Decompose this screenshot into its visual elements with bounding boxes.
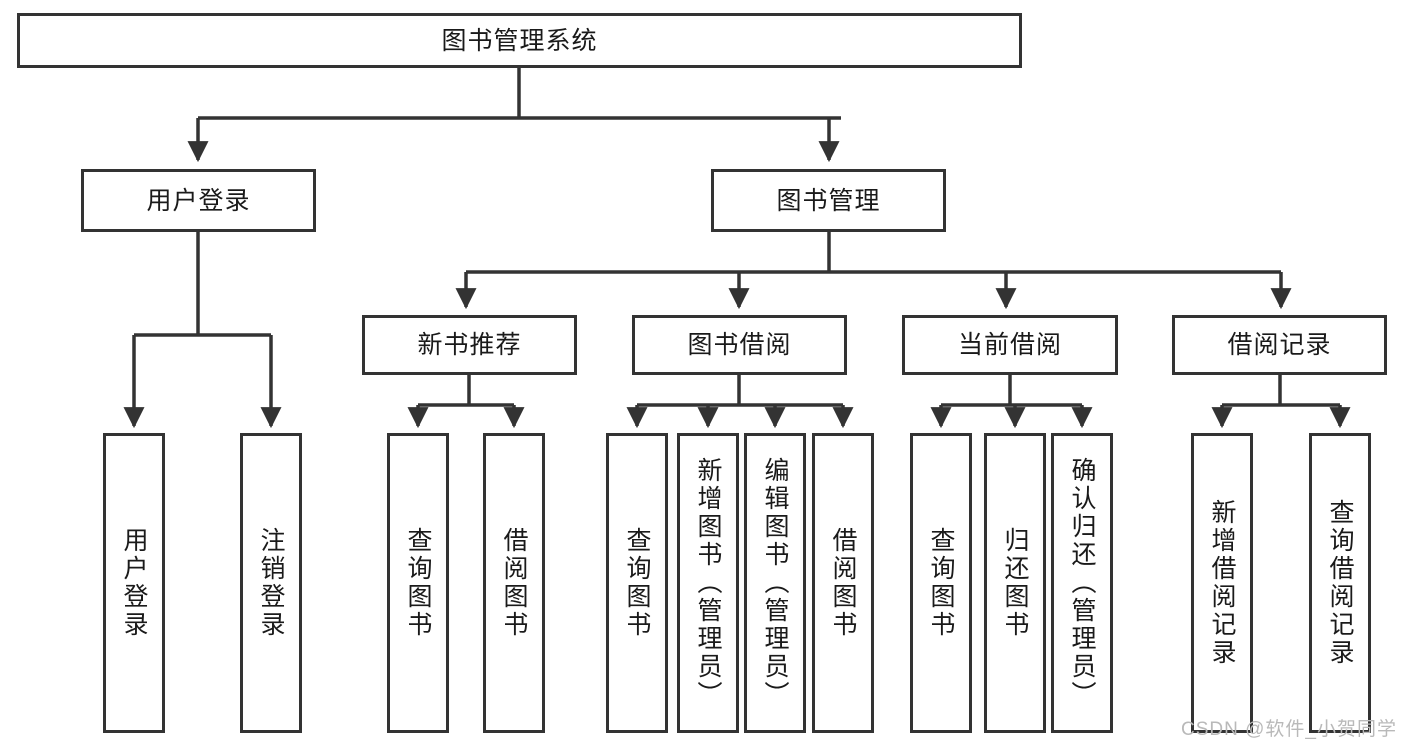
- leaf-user-login[interactable]: 用户登录: [103, 433, 165, 733]
- leaf-return-book-label: 归还图书: [1001, 527, 1029, 639]
- leaf-add-book-label: 新增图书（管理员）: [694, 457, 722, 709]
- leaf-borrow-book-1-label: 借阅图书: [500, 527, 528, 639]
- leaf-add-book[interactable]: 新增图书（管理员）: [677, 433, 739, 733]
- leaf-logout[interactable]: 注销登录: [240, 433, 302, 733]
- leaf-return-book[interactable]: 归还图书: [984, 433, 1046, 733]
- node-current-borrow[interactable]: 当前借阅: [902, 315, 1118, 375]
- leaf-confirm-return[interactable]: 确认归还（管理员）: [1051, 433, 1113, 733]
- leaf-query-book-1-label: 查询图书: [404, 527, 432, 639]
- node-root[interactable]: 图书管理系统: [17, 13, 1022, 68]
- leaf-add-record-label: 新增借阅记录: [1208, 499, 1236, 667]
- leaf-add-record[interactable]: 新增借阅记录: [1191, 433, 1253, 733]
- leaf-borrow-book-2[interactable]: 借阅图书: [812, 433, 874, 733]
- leaf-borrow-book-2-label: 借阅图书: [829, 527, 857, 639]
- node-borrow-record[interactable]: 借阅记录: [1172, 315, 1387, 375]
- leaf-query-book-3-label: 查询图书: [927, 527, 955, 639]
- leaf-query-book-3[interactable]: 查询图书: [910, 433, 972, 733]
- node-book-manage-label: 图书管理: [776, 186, 881, 215]
- node-new-book-recommend-label: 新书推荐: [417, 331, 522, 359]
- node-borrow-record-label: 借阅记录: [1227, 331, 1332, 359]
- leaf-query-book-2-label: 查询图书: [623, 527, 651, 639]
- leaf-query-book-2[interactable]: 查询图书: [606, 433, 668, 733]
- node-root-label: 图书管理系统: [441, 26, 598, 55]
- node-book-manage[interactable]: 图书管理: [711, 169, 946, 232]
- leaf-confirm-return-label: 确认归还（管理员）: [1068, 457, 1096, 709]
- leaf-edit-book-label: 编辑图书（管理员）: [761, 457, 789, 709]
- node-user-login-label: 用户登录: [146, 186, 251, 215]
- leaf-user-login-label: 用户登录: [120, 527, 148, 639]
- node-user-login[interactable]: 用户登录: [81, 169, 316, 232]
- leaf-query-book-1[interactable]: 查询图书: [387, 433, 449, 733]
- leaf-query-record[interactable]: 查询借阅记录: [1309, 433, 1371, 733]
- node-book-borrow-label: 图书借阅: [687, 331, 792, 359]
- leaf-query-record-label: 查询借阅记录: [1326, 499, 1354, 667]
- leaf-edit-book[interactable]: 编辑图书（管理员）: [744, 433, 806, 733]
- leaf-borrow-book-1[interactable]: 借阅图书: [483, 433, 545, 733]
- csdn-watermark: CSDN @软件_小贺同学: [1181, 719, 1397, 740]
- node-new-book-recommend[interactable]: 新书推荐: [362, 315, 577, 375]
- node-current-borrow-label: 当前借阅: [957, 331, 1062, 359]
- leaf-logout-label: 注销登录: [257, 527, 285, 639]
- node-book-borrow[interactable]: 图书借阅: [632, 315, 847, 375]
